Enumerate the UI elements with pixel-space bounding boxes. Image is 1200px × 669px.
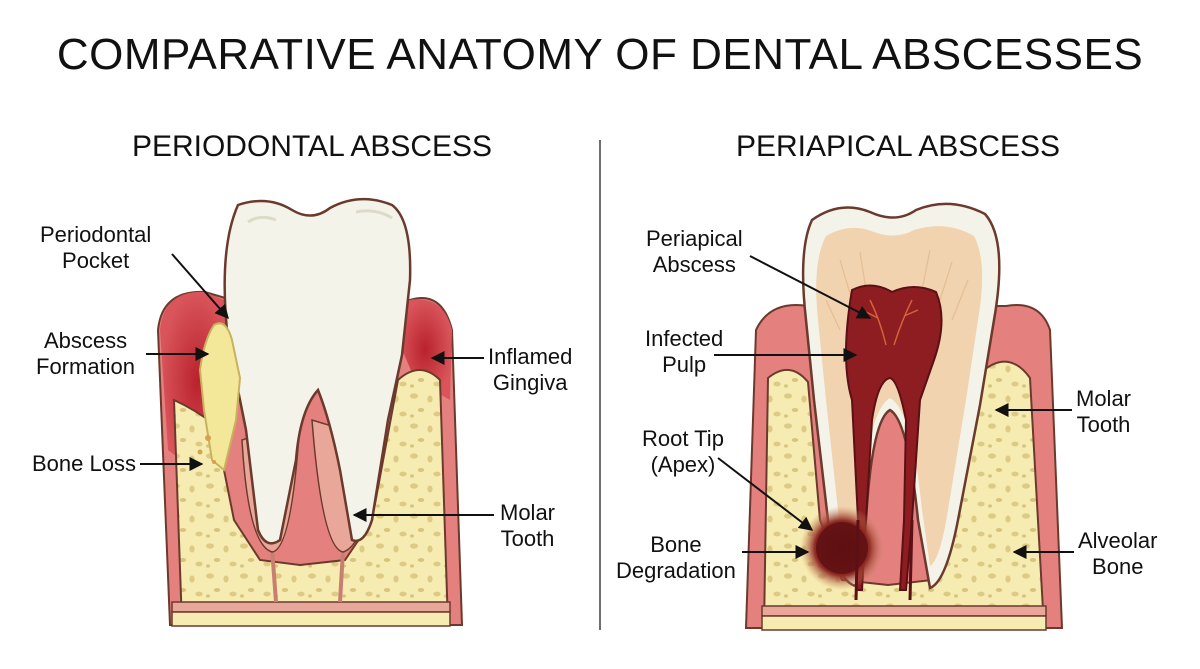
left-alveolar-bone — [172, 369, 450, 626]
left-molar-tooth — [223, 197, 412, 545]
label-bone-degradation: Bone Degradation — [616, 532, 736, 583]
periapical-panel-title: PERIAPICAL ABSCESS — [735, 130, 1061, 163]
label-root-tip-apex: Root Tip (Apex) — [642, 426, 724, 477]
label-alveolar-bone: Alveolar Bone — [1078, 528, 1158, 579]
right-infected-pulp — [845, 284, 943, 591]
panel-divider — [599, 140, 601, 630]
label-left-molar-tooth: Molar Tooth — [500, 500, 556, 551]
label-infected-pulp: Infected Pulp — [645, 326, 724, 377]
periapical-illustration — [744, 202, 1064, 631]
periodontal-illustration — [156, 197, 464, 627]
label-right-molar-tooth: Molar Tooth — [1076, 386, 1132, 437]
label-abscess-formation: Abscess Formation — [36, 328, 136, 379]
page-title: COMPARATIVE ANATOMY OF DENTAL ABSCESSES — [56, 30, 1144, 79]
leader-arrows — [140, 253, 1074, 559]
label-bone-loss: Bone Loss — [32, 451, 136, 476]
label-periodontal-pocket: Periodontal Pocket — [40, 222, 152, 273]
left-inflamed-gingiva-right — [398, 299, 452, 400]
label-periapical-abscess: Periapical Abscess — [646, 226, 743, 277]
label-inflamed-gingiva: Inflamed Gingiva — [488, 344, 573, 395]
periodontal-panel-title: PERIODONTAL ABSCESS — [131, 130, 493, 163]
left-abscess-formation — [198, 322, 242, 472]
